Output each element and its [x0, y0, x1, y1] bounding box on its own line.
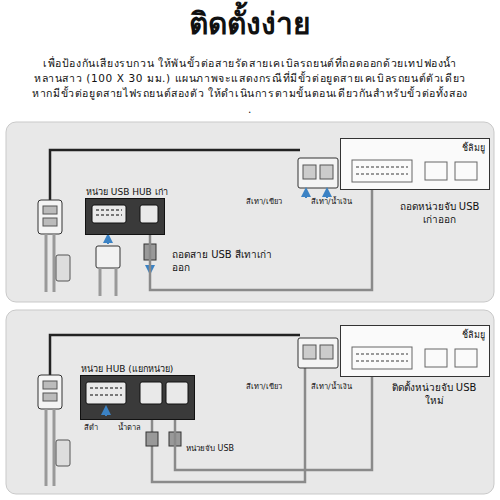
usb-plug: [146, 432, 158, 446]
ecu-box: ชิ้ลิมยู: [340, 325, 490, 377]
car-connector: [38, 200, 70, 292]
box-heading: หน่วย HUB (แยกหน่วย): [81, 362, 173, 376]
box-heading: หน่วย USB HUB เก่า: [86, 185, 168, 199]
panel: [6, 122, 494, 302]
hub-body: [85, 198, 165, 235]
description: เพื่อป้องกันเสียงรบกวน ให้พันขั้วต่อสายร…: [30, 56, 470, 117]
ecu-connector: [298, 158, 338, 188]
note: ถอดหน่วยจับ USB เก่าออก: [392, 200, 487, 226]
note: ติดตั้งหน่วยจับ USB ใหม่: [384, 381, 484, 407]
title: ติดตั้งง่าย: [0, 4, 500, 43]
ecu-connector: [298, 338, 338, 368]
box-heading: ชิ้ลิมยู: [462, 328, 485, 342]
note: ถอดสาย USB สีเทาเก่าออก: [172, 248, 272, 274]
hub-body: [80, 375, 195, 420]
box-heading: ชิ้ลิมยู: [462, 141, 485, 155]
note: สีเทา/เขียว: [246, 197, 282, 207]
ecu-box: ชิ้ลิมยู: [340, 138, 490, 190]
usb-cable: [175, 377, 372, 470]
hub-box: หน่วย USB HUB เก่า: [85, 198, 165, 235]
ecu-body: [340, 138, 490, 190]
hub-box: หน่วย HUB (แยกหน่วย): [80, 375, 195, 420]
ecu-body: [340, 325, 490, 377]
panel: [6, 310, 494, 494]
car-connector: [38, 375, 70, 486]
harness-wire: [50, 335, 300, 375]
note: หน่วยจับ USB: [186, 444, 234, 454]
note: สีเทา/น้ำเงิน: [311, 197, 352, 207]
usb-cable: [150, 190, 372, 290]
harness-wire: [50, 150, 300, 200]
note: สีเทา/น้ำเงิน: [311, 382, 352, 392]
note: น้ำตาล: [118, 423, 141, 433]
note: สีเทา/เขียว: [246, 382, 282, 392]
note: สีดำ: [84, 423, 98, 433]
harness-plug: [96, 246, 120, 296]
